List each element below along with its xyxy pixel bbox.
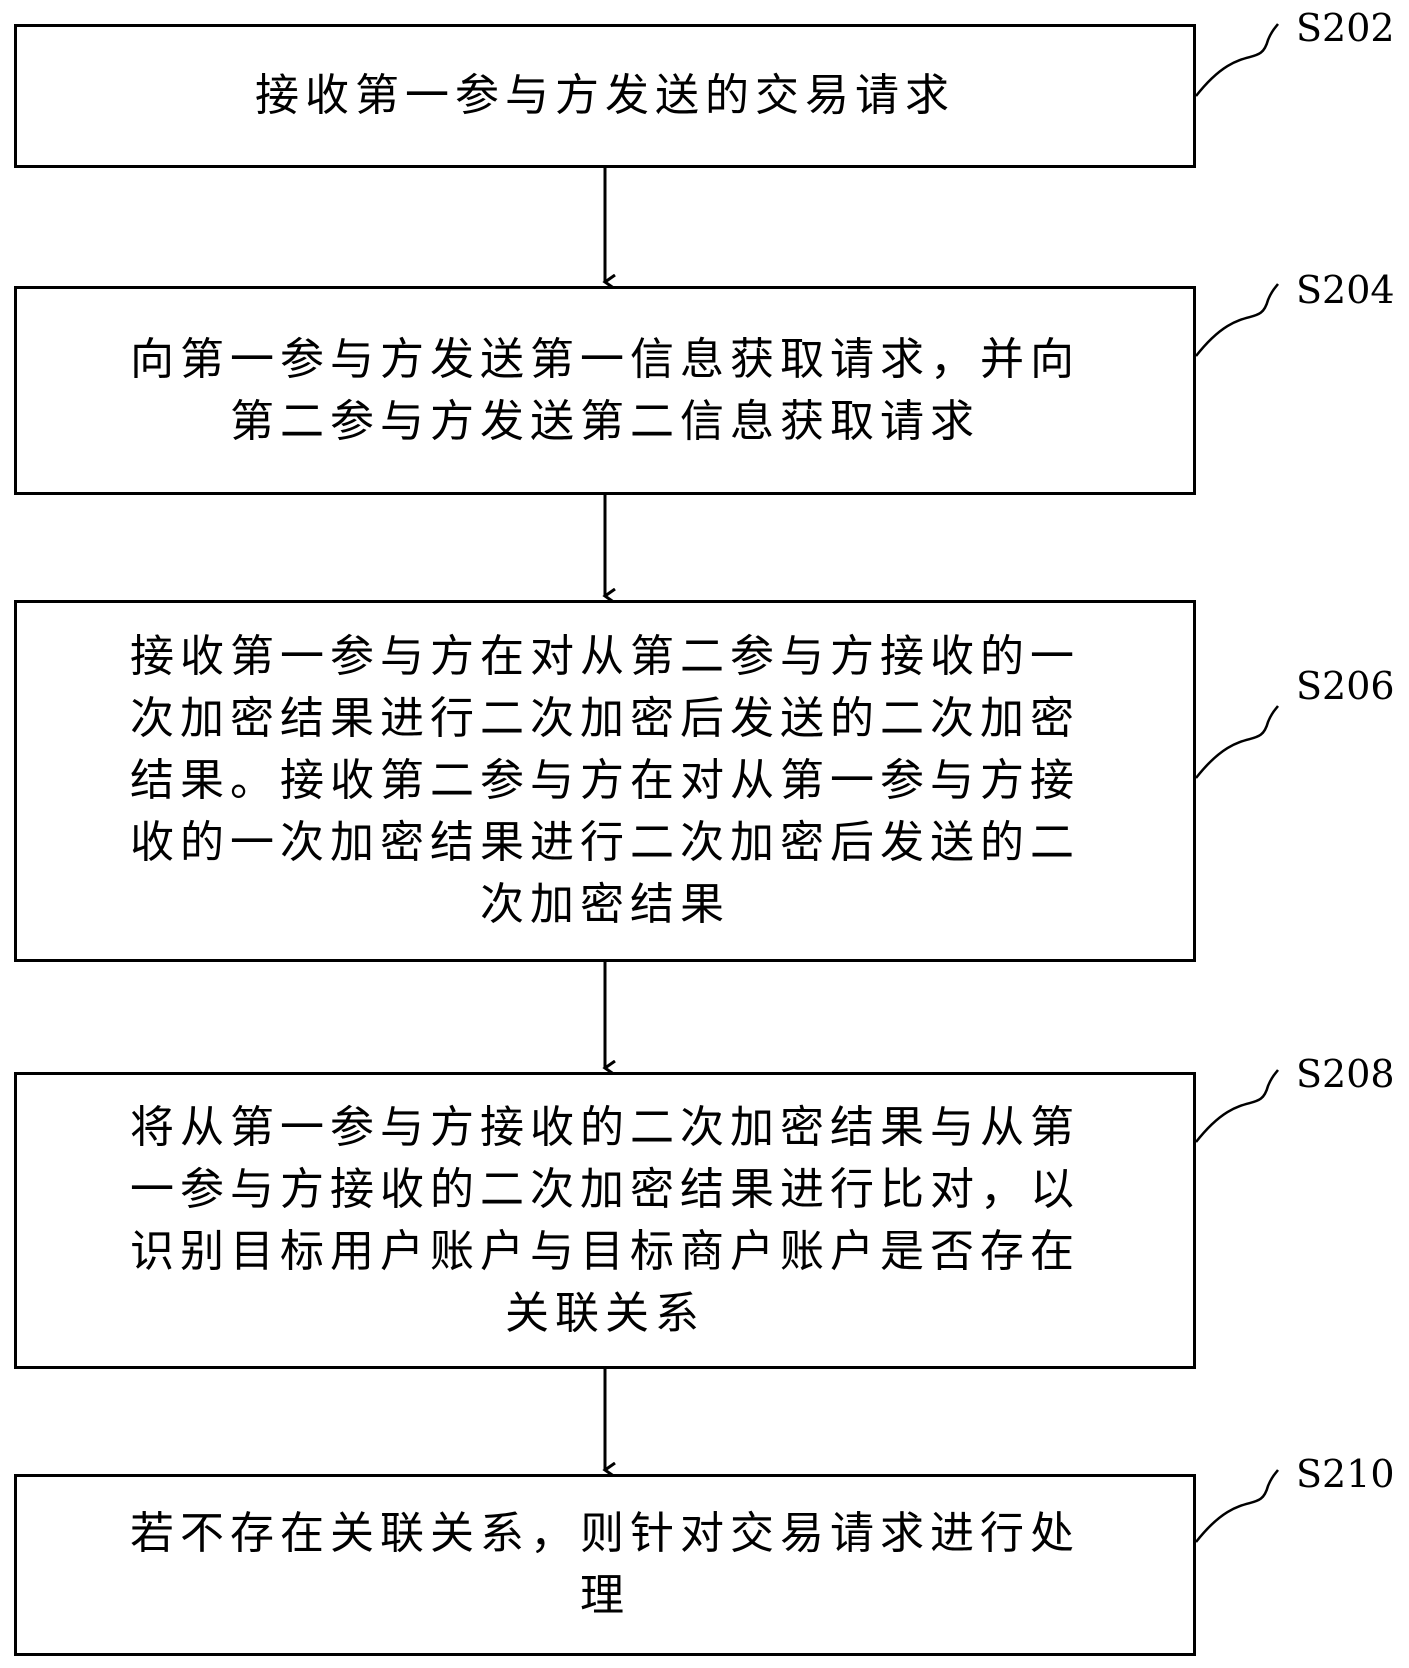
step-box-s210: 若不存在关联关系，则针对交易请求进行处 理 — [14, 1474, 1196, 1656]
step-label-s202: S202 — [1296, 6, 1395, 50]
step-label-s206: S206 — [1296, 664, 1395, 708]
step-text-s208: 将从第一参与方接收的二次加密结果与从第 一参与方接收的二次加密结果进行比对，以 … — [130, 1101, 1080, 1339]
leader-curve-s202 — [1195, 23, 1279, 97]
leader-curve-s206 — [1195, 705, 1279, 779]
step-box-s206: 接收第一参与方在对从第二参与方接收的一 次加密结果进行二次加密后发送的二次加密 … — [14, 600, 1196, 962]
step-box-s202: 接收第一参与方发送的交易请求 — [14, 24, 1196, 168]
step-label-s204: S204 — [1296, 268, 1395, 312]
step-box-s208: 将从第一参与方接收的二次加密结果与从第 一参与方接收的二次加密结果进行比对，以 … — [14, 1072, 1196, 1369]
step-text-s206: 接收第一参与方在对从第二参与方接收的一 次加密结果进行二次加密后发送的二次加密 … — [130, 631, 1080, 930]
leader-curve-s208 — [1195, 1069, 1279, 1143]
step-label-s208: S208 — [1296, 1052, 1395, 1096]
step-text-s202: 接收第一参与方发送的交易请求 — [255, 70, 955, 121]
leader-curve-s204 — [1195, 283, 1279, 357]
step-text-s204: 向第一参与方发送第一信息获取请求，并向 第二参与方发送第二信息获取请求 — [130, 333, 1080, 447]
step-box-s204: 向第一参与方发送第一信息获取请求，并向 第二参与方发送第二信息获取请求 — [14, 286, 1196, 495]
step-text-s210: 若不存在关联关系，则针对交易请求进行处 理 — [130, 1508, 1080, 1621]
leader-curve-s210 — [1195, 1469, 1279, 1543]
step-label-s210: S210 — [1296, 1452, 1395, 1496]
